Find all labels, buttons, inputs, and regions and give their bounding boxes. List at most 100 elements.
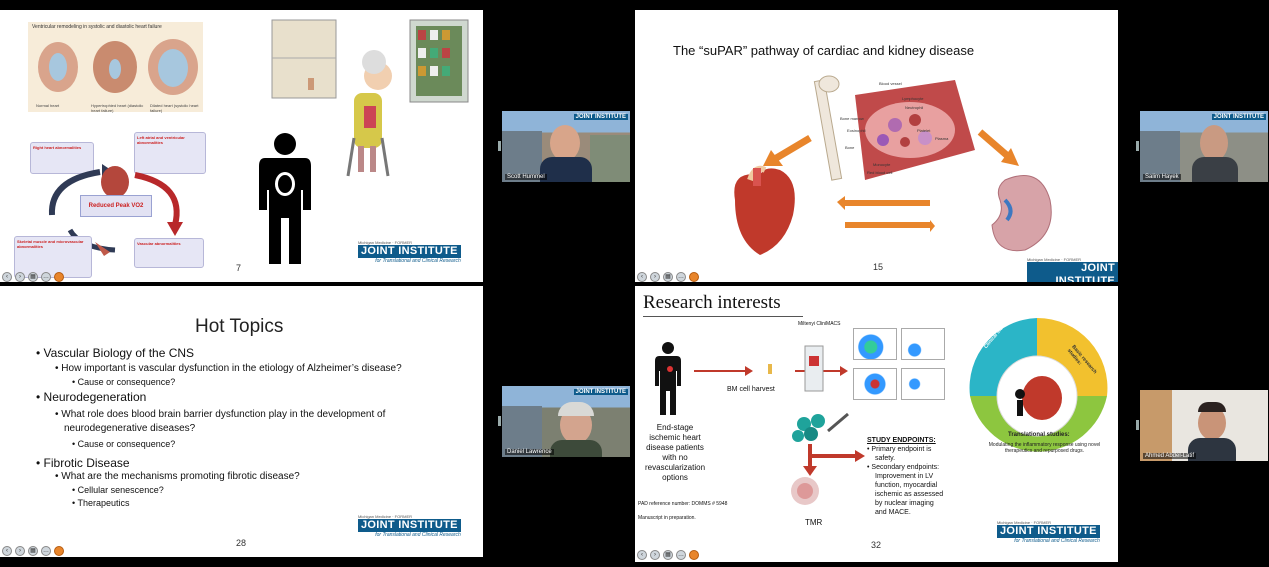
endpoint-primary: • Primary endpoint is xyxy=(867,446,932,453)
slide-controls[interactable]: ‹›▦… xyxy=(2,272,64,282)
tmr-label: TMR xyxy=(805,518,823,527)
video-side-handle[interactable] xyxy=(498,416,501,426)
endpoint-secondary: • Secondary endpoints: xyxy=(867,464,940,471)
participant-name: Daniel Lawrence xyxy=(505,449,554,455)
cupboard-illustration xyxy=(271,19,469,177)
prev-icon[interactable]: ‹ xyxy=(637,272,647,282)
slide-28: Hot Topics • Vascular Biology of the CNS… xyxy=(0,286,483,557)
pointer-icon[interactable] xyxy=(54,272,64,282)
slide-number: 15 xyxy=(873,262,884,272)
heart-label-normal: Normal heart xyxy=(36,103,60,108)
heart-label-dilated: Dilated heart (systolic heart failure) xyxy=(150,103,199,113)
more-icon[interactable]: … xyxy=(676,272,686,282)
sub-sub-bullet-therapeutics: • Therapeutics xyxy=(72,498,130,508)
sub-sub-bullet-senescence: • Cellular senescence? xyxy=(72,485,164,495)
participant-video-daniel[interactable]: JOINT INSTITUTE Daniel Lawrence xyxy=(502,386,630,457)
miltenyi-label: Miltenyi CliniMACS xyxy=(798,321,841,327)
label-blood-vessel: Blood vessel xyxy=(879,81,902,86)
slide-title: Hot Topics xyxy=(195,316,284,337)
sub-bullet-bbb-line1: • What role does blood brain barrier dys… xyxy=(55,409,386,420)
label-lymphocyte: Lymphocyte xyxy=(902,96,924,101)
bullet-vascular-cns: • Vascular Biology of the CNS xyxy=(36,346,195,360)
flow-cytometry-plots xyxy=(853,328,945,408)
translational-text: Modulating the inflammatory response usi… xyxy=(988,442,1101,454)
next-icon[interactable]: › xyxy=(650,550,660,560)
prev-icon[interactable]: ‹ xyxy=(637,550,647,560)
grid-icon[interactable]: ▦ xyxy=(28,546,38,556)
joint-institute-logo: Michigan Medicine · FORMER JOINT INSTITU… xyxy=(1027,257,1118,282)
pointer-icon[interactable] xyxy=(54,546,64,556)
sub-bullet-mechanisms: • What are the mechanisms promoting fibr… xyxy=(55,471,300,482)
participant-logo: JOINT INSTITUTE xyxy=(573,389,628,395)
joint-institute-logo: Michigan Medicine · FORMER JOINT INSTITU… xyxy=(358,240,461,264)
human-silhouette xyxy=(259,133,311,264)
slide-title: Research interests xyxy=(643,292,781,313)
next-icon[interactable]: › xyxy=(650,272,660,282)
box-vascular: Vascular abnormalities xyxy=(134,238,204,268)
slide-number: 7 xyxy=(236,263,242,273)
prev-icon[interactable]: ‹ xyxy=(2,272,12,282)
participant-face xyxy=(550,125,580,161)
grid-icon[interactable]: ▦ xyxy=(663,550,673,560)
next-icon[interactable]: › xyxy=(15,546,25,556)
video-side-handle[interactable] xyxy=(498,141,501,151)
label-neutrophil: Neutrophil xyxy=(905,105,924,110)
more-icon[interactable]: … xyxy=(676,550,686,560)
pointer-icon[interactable] xyxy=(689,550,699,560)
label-monocyte: Monocyte xyxy=(873,162,891,167)
label-bone: Bone xyxy=(845,145,855,150)
slide-7: Ventricular remodeling in systolic and d… xyxy=(0,10,483,282)
research-circle-diagram xyxy=(969,317,1108,452)
sub-sub-bullet-cause-1: • Cause or consequence? xyxy=(72,377,176,387)
more-icon[interactable]: … xyxy=(41,546,51,556)
box-skeletal: Skeletal muscle and microvascular abnorm… xyxy=(14,236,92,278)
participant-logo: JOINT INSTITUTE xyxy=(1211,114,1266,120)
label-bone-marrow: Bone marrow xyxy=(840,116,864,121)
bullet-neurodegeneration: • Neurodegeneration xyxy=(36,390,147,404)
slide-number: 32 xyxy=(871,540,882,550)
slide-title: The “suPAR” pathway of cardiac and kidne… xyxy=(673,43,975,58)
more-icon[interactable]: … xyxy=(41,272,51,282)
title-underline xyxy=(643,316,803,317)
reference-number: PAD reference number: DOMMS # 5948 xyxy=(638,501,728,507)
process-arrows xyxy=(694,345,865,505)
sub-sub-bullet-cause-2: • Cause or consequence? xyxy=(72,439,176,449)
label-eosinophil: Eosinophil xyxy=(847,128,866,133)
heart-remodeling-image: Ventricular remodeling in systolic and d… xyxy=(28,22,203,113)
patient-silhouette xyxy=(655,342,681,415)
participant-name: Ahmed Abdel-Latif xyxy=(1143,453,1197,459)
prev-icon[interactable]: ‹ xyxy=(2,546,12,556)
manuscript-note: Manuscript in preparation. xyxy=(638,515,696,521)
sub-bullet-alzheimers: • How important is vascular dysfunction … xyxy=(55,363,402,374)
reduced-vo2-box: Reduced Peak VO2 xyxy=(80,195,152,217)
participant-name: Scott Hummel xyxy=(505,174,547,180)
label-plasma: Plasma xyxy=(935,136,949,141)
patient-description: End-stage ischemic heart disease patient… xyxy=(645,423,706,482)
sub-bullet-bbb-line2: neurodegenerative diseases? xyxy=(64,423,196,434)
box-left-atrial: Left atrial and ventricular abnormalitie… xyxy=(134,132,206,174)
heart-label-hypertrophied: Hypertrophied heart (diastolic heart fai… xyxy=(91,103,144,113)
video-side-handle[interactable] xyxy=(1136,141,1139,151)
pointer-icon[interactable] xyxy=(689,272,699,282)
next-icon[interactable]: › xyxy=(15,272,25,282)
supar-pathway-diagram xyxy=(734,75,1052,255)
slide-15: The “suPAR” pathway of cardiac and kidne… xyxy=(635,10,1118,282)
slide-controls[interactable]: ‹›▦… xyxy=(2,546,64,556)
participant-video-scott[interactable]: JOINT INSTITUTE Scott Hummel xyxy=(502,111,630,182)
bullet-fibrotic: • Fibrotic Disease xyxy=(36,456,130,470)
slide-32: Research interests End-stage ischemic he… xyxy=(635,286,1118,562)
joint-institute-logo: Michigan Medicine · FORMER JOINT INSTITU… xyxy=(997,520,1100,544)
grid-icon[interactable]: ▦ xyxy=(663,272,673,282)
participant-video-salim[interactable]: JOINT INSTITUTE Salim Hayek xyxy=(1140,111,1268,182)
grid-icon[interactable]: ▦ xyxy=(28,272,38,282)
participant-face xyxy=(1200,125,1228,161)
slide-controls[interactable]: ‹›▦… xyxy=(637,272,699,282)
study-endpoints: STUDY ENDPOINTS: • Primary endpoint is s… xyxy=(867,436,962,517)
video-side-handle[interactable] xyxy=(1136,420,1139,430)
slide-number: 28 xyxy=(236,538,247,548)
label-red-blood-cell: Red blood cell xyxy=(867,170,893,175)
slide-controls[interactable]: ‹›▦… xyxy=(637,550,699,560)
joint-institute-logo: Michigan Medicine · FORMER JOINT INSTITU… xyxy=(358,514,461,538)
participant-video-ahmed[interactable]: Ahmed Abdel-Latif xyxy=(1140,390,1268,461)
